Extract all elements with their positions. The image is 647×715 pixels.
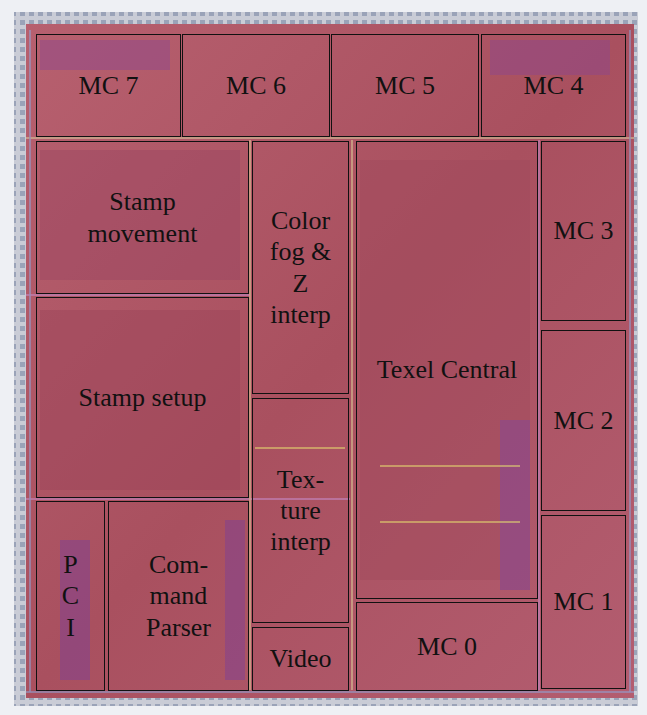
block-label: Color fog & Z interp	[261, 205, 341, 330]
block-label: Texel Central	[372, 354, 522, 385]
chip-block: MC 4	[481, 34, 626, 137]
chip-block: MC 2	[541, 330, 626, 511]
block-label: MC 3	[549, 215, 619, 246]
chip-block: Color fog & Z interp	[252, 141, 349, 394]
block-label: Video	[256, 643, 346, 674]
block-label: Stamp setup	[58, 382, 228, 413]
chip-block: Tex- ture interp	[252, 398, 349, 623]
die-texture	[40, 40, 610, 680]
block-label: MC 7	[44, 70, 174, 101]
block-label: MC 5	[340, 70, 470, 101]
chip-block: MC 0	[356, 602, 538, 691]
pad-ring	[14, 12, 638, 706]
die-core	[26, 24, 634, 698]
chip-block: MC 6	[182, 34, 330, 137]
block-label: MC 2	[549, 405, 619, 436]
chip-block: Texel Central	[356, 141, 538, 599]
chip-block: MC 1	[541, 515, 626, 689]
die-wiring	[26, 30, 634, 692]
chip-block: MC 5	[331, 34, 479, 137]
block-label: Stamp movement	[58, 186, 228, 248]
chip-block: Stamp setup	[36, 297, 249, 498]
block-label: MC 4	[489, 70, 619, 101]
chip-block: Video	[252, 627, 349, 691]
chip-block: P C I	[36, 501, 105, 691]
block-label: MC 0	[372, 631, 522, 662]
block-label: MC 1	[549, 586, 619, 617]
chip-block: MC 3	[541, 141, 626, 321]
chip-block: Com- mand Parser	[108, 501, 249, 691]
block-label: MC 6	[191, 70, 321, 101]
chip-block: MC 7	[36, 34, 181, 137]
block-label: Tex- ture interp	[261, 464, 341, 558]
block-label: P C I	[61, 549, 81, 643]
chip-block: Stamp movement	[36, 141, 249, 294]
block-label: Com- mand Parser	[119, 549, 239, 643]
